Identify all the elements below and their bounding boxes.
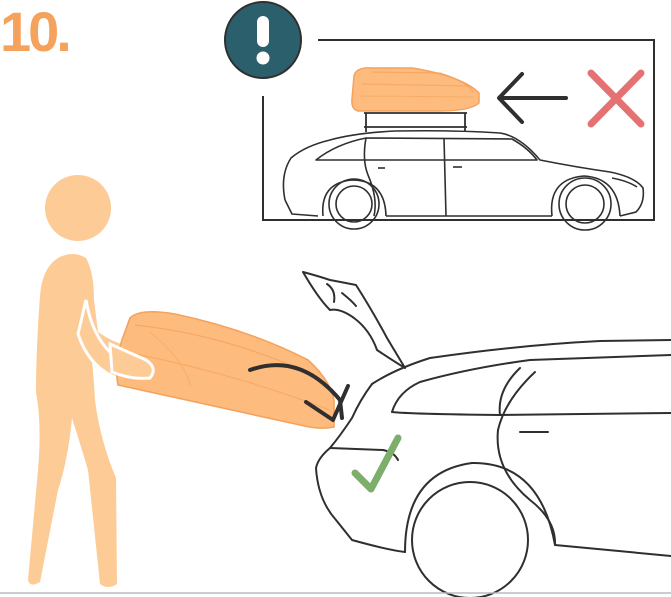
inset-roof-box <box>352 68 479 111</box>
door-line <box>500 413 671 415</box>
rear-window <box>392 355 671 412</box>
trunk-lid <box>303 272 405 368</box>
cross-icon <box>591 73 641 124</box>
car <box>303 272 671 597</box>
inset-frame <box>263 40 654 220</box>
rear-wheel <box>405 463 671 597</box>
inset-roof-rack <box>364 113 467 132</box>
arrow-left-icon <box>499 74 566 122</box>
warning-inset <box>225 2 654 230</box>
exclamation-icon <box>225 2 301 78</box>
check-icon <box>355 438 398 489</box>
inset-car <box>283 131 643 230</box>
